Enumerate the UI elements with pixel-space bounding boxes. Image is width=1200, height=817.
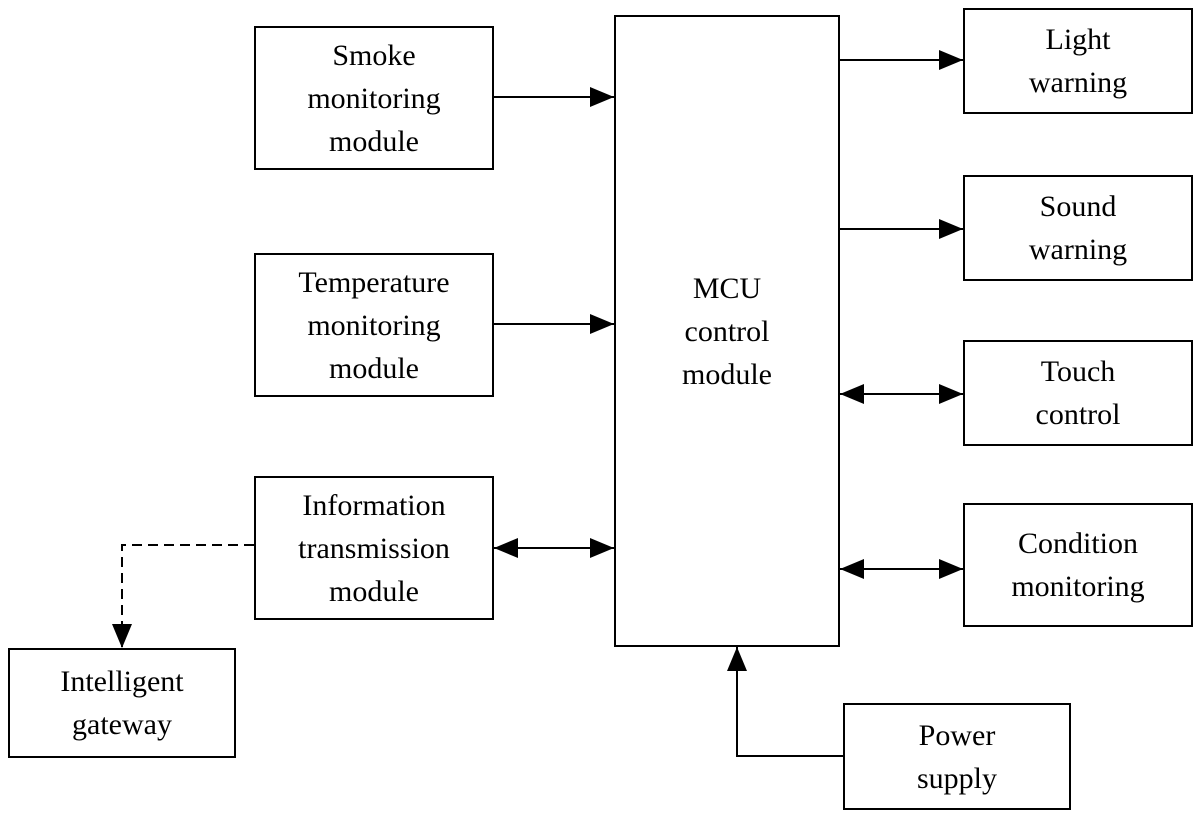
- block-label-line: Sound: [1039, 190, 1117, 223]
- sound-warning-block: Sound warning: [963, 175, 1193, 281]
- info-to-gateway-dashed-arrow: [112, 544, 254, 648]
- block-label-line: Smoke: [332, 38, 416, 72]
- block-label-line: control: [684, 314, 770, 348]
- intelligent-gateway-block: Intelligent gateway: [8, 648, 236, 758]
- block-label-line: module: [329, 124, 419, 158]
- block-label-line: Light: [1045, 23, 1111, 56]
- touch-control-block: Touch control: [963, 340, 1193, 446]
- block-label-line: gateway: [72, 708, 172, 741]
- block-label-line: module: [329, 574, 419, 608]
- block-label-line: module: [682, 357, 772, 391]
- block-label-line: control: [1035, 398, 1121, 431]
- block-label-line: supply: [916, 761, 997, 795]
- block-label-line: Condition: [1017, 527, 1138, 560]
- block-label-line: monitoring: [1011, 570, 1145, 603]
- block-label-line: monitoring: [307, 81, 441, 115]
- mcu-control-module-block: MCU control module: [614, 15, 840, 647]
- block-label-line: Power: [918, 718, 996, 752]
- block-label-line: module: [329, 351, 419, 385]
- block-label-line: warning: [1028, 66, 1128, 99]
- information-transmission-module-block: Information transmission module: [254, 476, 494, 620]
- power-supply-block: Power supply: [843, 703, 1071, 810]
- block-label-line: Intelligent: [60, 665, 184, 698]
- block-label-line: MCU: [692, 271, 762, 305]
- block-label-line: transmission: [298, 531, 450, 565]
- power-to-mcu-arrow: [727, 647, 843, 757]
- block-label-line: warning: [1028, 233, 1128, 266]
- block-label-line: Information: [302, 488, 446, 522]
- smoke-monitoring-module-block: Smoke monitoring module: [254, 26, 494, 170]
- block-label-line: Touch: [1040, 355, 1116, 388]
- block-label-line: monitoring: [307, 308, 441, 342]
- temperature-monitoring-module-block: Temperature monitoring module: [254, 253, 494, 397]
- block-label-line: Temperature: [298, 265, 450, 299]
- condition-monitoring-block: Condition monitoring: [963, 503, 1193, 627]
- light-warning-block: Light warning: [963, 8, 1193, 114]
